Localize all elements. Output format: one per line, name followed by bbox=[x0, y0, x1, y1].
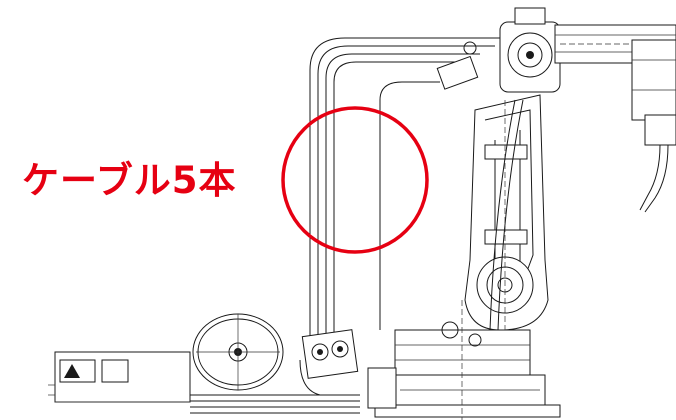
controller-box bbox=[48, 351, 191, 403]
cable-3 bbox=[325, 53, 480, 345]
cable-2 bbox=[317, 45, 495, 345]
cable-4 bbox=[333, 61, 470, 345]
highlight-circle bbox=[281, 106, 429, 254]
lower-arm bbox=[464, 94, 549, 331]
cable-count-label: ケーブル5本 bbox=[22, 159, 237, 202]
wire-spool bbox=[192, 313, 284, 391]
cable-1 bbox=[309, 37, 500, 345]
cable-5 bbox=[379, 81, 440, 330]
wrist-torch bbox=[631, 39, 676, 213]
feeder-connector bbox=[436, 41, 479, 90]
cable-bundle bbox=[190, 37, 500, 414]
wire-feeder bbox=[301, 329, 359, 379]
robot-base bbox=[367, 300, 561, 420]
